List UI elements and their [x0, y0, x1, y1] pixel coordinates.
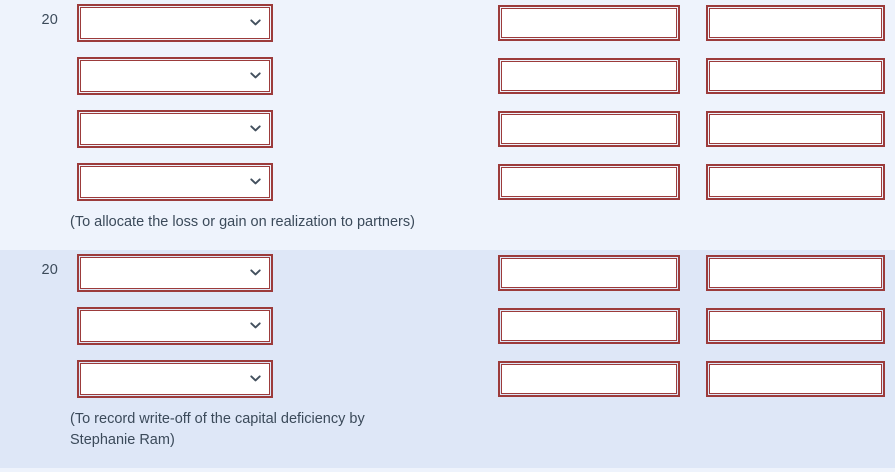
credit-amount-input[interactable] [706, 5, 885, 41]
entry-date-year: 20 [41, 261, 58, 278]
account-select-wrapper [77, 57, 273, 95]
account-select[interactable] [77, 306, 273, 345]
journal-entry-section: 20 (To allocate the loss or gain on reali… [0, 0, 895, 250]
entry-explanation: (To record write-off of the capital defi… [0, 409, 540, 452]
credit-amount-input[interactable] [706, 164, 885, 200]
entry-explanation-line: (To allocate the loss or gain on realiza… [70, 214, 415, 230]
credit-amount-input[interactable] [706, 360, 885, 397]
journal-entry-row: 20 [0, 0, 895, 53]
debit-amount-input[interactable] [498, 360, 680, 397]
journal-entry-row [0, 159, 895, 212]
section-spacer [0, 452, 895, 468]
account-select-wrapper [77, 359, 273, 398]
account-select-wrapper [77, 253, 273, 292]
account-select[interactable] [77, 57, 273, 95]
debit-amount-input[interactable] [498, 307, 680, 344]
credit-amount-input[interactable] [706, 254, 885, 291]
account-select-wrapper [77, 4, 273, 42]
debit-amount-input[interactable] [498, 254, 680, 291]
account-select-wrapper [77, 163, 273, 201]
account-select[interactable] [77, 163, 273, 201]
journal-entry-section: 20 (To record write-off of the capital de… [0, 249, 895, 468]
account-select-wrapper [77, 306, 273, 345]
journal-entry-row [0, 106, 895, 159]
account-select[interactable] [77, 110, 273, 148]
entry-explanation-line: Stephanie Ram) [70, 432, 175, 448]
credit-amount-input[interactable] [706, 111, 885, 147]
debit-amount-input[interactable] [498, 5, 680, 41]
journal-entry-row: 20 [0, 250, 895, 303]
credit-amount-input[interactable] [706, 307, 885, 344]
debit-amount-input[interactable] [498, 111, 680, 147]
journal-entry-row [0, 53, 895, 106]
debit-amount-input[interactable] [498, 58, 680, 94]
debit-amount-input[interactable] [498, 164, 680, 200]
journal-entry-row [0, 303, 895, 356]
account-select-wrapper [77, 110, 273, 148]
journal-entry-row [0, 356, 895, 409]
account-select[interactable] [77, 4, 273, 42]
entry-explanation-line: (To record write-off of the capital defi… [70, 410, 365, 427]
entry-explanation: (To allocate the loss or gain on realiza… [0, 212, 540, 234]
account-select[interactable] [77, 253, 273, 292]
account-select[interactable] [77, 359, 273, 398]
credit-amount-input[interactable] [706, 58, 885, 94]
section-spacer [0, 234, 895, 250]
entry-date-year: 20 [41, 12, 58, 28]
